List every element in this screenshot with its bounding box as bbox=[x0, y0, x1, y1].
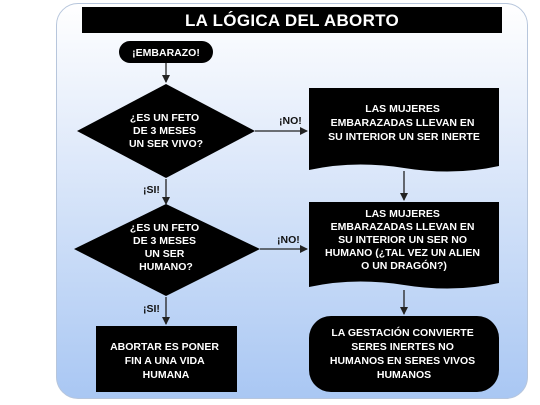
start-label: ¡EMBARAZO! bbox=[132, 47, 200, 59]
result-abortion-node: ABORTAR ES PONER FIN A UNA VIDA HUMANA bbox=[96, 326, 237, 392]
edge-label-q1-no: ¡NO! bbox=[279, 115, 302, 127]
result-abortion-text: ABORTAR ES PONER FIN A UNA VIDA HUMANA bbox=[110, 341, 222, 381]
result-inert-node: LAS MUJERES EMBARAZADAS LLEVAN EN SU INT… bbox=[309, 88, 499, 172]
title-bar: LA LÓGICA DEL ABORTO bbox=[82, 7, 502, 33]
result-nonhuman-text: LAS MUJERES EMBARAZADAS LLEVAN EN SU INT… bbox=[325, 208, 483, 272]
edge-label-q2-no: ¡NO! bbox=[277, 234, 300, 246]
decision-alive-text: ¿ES UN FETO DE 3 MESES UN SER VIVO? bbox=[129, 112, 203, 150]
page-title: LA LÓGICA DEL ABORTO bbox=[185, 11, 399, 30]
start-node: ¡EMBARAZO! bbox=[119, 41, 213, 63]
decision-human: ¿ES UN FETO DE 3 MESES UN SER HUMANO? bbox=[74, 204, 260, 296]
edge-label-q1-yes: ¡SI! bbox=[143, 184, 160, 196]
edge-label-q2-yes: ¡SI! bbox=[143, 303, 160, 315]
result-inert-text: LAS MUJERES EMBARAZADAS LLEVAN EN SU INT… bbox=[328, 103, 480, 143]
gestation-text: LA GESTACIÓN CONVIERTE SERES INERTES NO … bbox=[330, 326, 478, 381]
connectors bbox=[162, 63, 408, 325]
result-nonhuman-node: LAS MUJERES EMBARAZADAS LLEVAN EN SU INT… bbox=[309, 202, 499, 289]
gestation-node: LA GESTACIÓN CONVIERTE SERES INERTES NO … bbox=[309, 316, 499, 392]
decision-alive: ¿ES UN FETO DE 3 MESES UN SER VIVO? bbox=[77, 84, 255, 178]
decision-human-text: ¿ES UN FETO DE 3 MESES UN SER HUMANO? bbox=[130, 222, 202, 273]
